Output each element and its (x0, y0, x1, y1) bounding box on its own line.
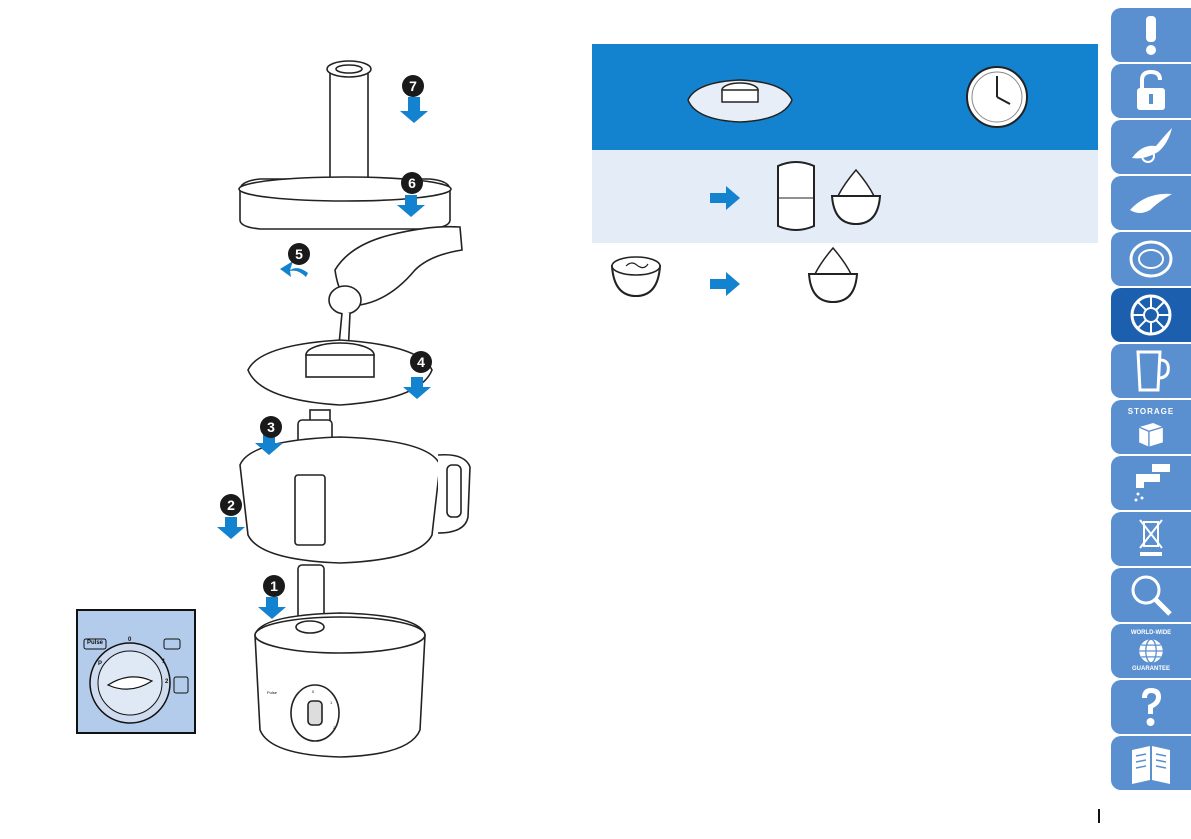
tab-disposal[interactable] (1111, 512, 1191, 566)
unlock-icon (1137, 69, 1165, 110)
manual-book-icon (1132, 746, 1170, 784)
tab-troubleshooting[interactable] (1111, 568, 1191, 622)
egg-white-bowl-icon (610, 256, 662, 298)
base-pos-1: 1 (330, 700, 333, 705)
step-7-number: 7 (402, 75, 424, 97)
jug-icon (1136, 350, 1170, 392)
base-pulse-label: Pulse (267, 690, 278, 695)
emulsifying-disc-icon (687, 79, 793, 123)
dial-pulse-label: Pulse (87, 640, 104, 646)
guarantee-globe-icon (1139, 638, 1163, 664)
disposal-bin-icon (1139, 519, 1163, 556)
dial-pos-2: 2 (165, 679, 169, 685)
tab-disc[interactable] (1111, 232, 1191, 286)
dial-knob-icon (83, 638, 189, 724)
tab-jug[interactable] (1111, 344, 1191, 398)
guarantee-bottom-label: GUARANTEE (1131, 666, 1170, 672)
step-1-number: 1 (263, 575, 285, 597)
assembly-illustration (217, 60, 471, 758)
step-2-number: 2 (220, 494, 242, 516)
step-4-number: 4 (410, 351, 432, 373)
arrow-right-icon (710, 272, 740, 296)
knife-blade-icon (1132, 128, 1172, 163)
dial-pos-p: P (98, 661, 103, 667)
tab-emulsifying-disc[interactable] (1111, 288, 1191, 342)
dial-pos-0: 0 (128, 637, 132, 643)
tab-guarantee[interactable]: WORLD-WIDE GUARANTEE (1111, 624, 1191, 678)
chapter-tab-sidebar: STORAGE WORLD-WIDE GUARANTEE (1111, 8, 1191, 792)
tab-cleaning[interactable] (1111, 456, 1191, 510)
warning-icon (1146, 16, 1156, 55)
cream-carton-icon (777, 161, 815, 231)
disc-icon (1129, 240, 1173, 278)
usage-table (592, 44, 1098, 314)
step-6-number: 6 (401, 172, 423, 194)
clock-icon (966, 66, 1028, 128)
emulsifying-disc-icon (1130, 294, 1172, 336)
speed-dial-detail: Pulse 0 P 1 2 (76, 609, 196, 734)
storage-icon (1138, 422, 1164, 447)
tab-unlock[interactable] (1111, 64, 1191, 118)
step-5-number: 5 (288, 243, 310, 265)
arrow-right-icon (710, 186, 740, 210)
table-header (592, 44, 1098, 150)
tab-storage[interactable]: STORAGE (1111, 400, 1191, 454)
guarantee-top-label: WORLD-WIDE (1130, 630, 1172, 636)
magnifier-icon (1131, 575, 1172, 616)
tab-manual[interactable] (1111, 736, 1191, 790)
table-row (592, 243, 1098, 314)
storage-label: STORAGE (1127, 406, 1175, 416)
question-icon (1142, 688, 1161, 726)
base-pos-2: 2 (333, 725, 336, 730)
tab-knife-blade[interactable] (1111, 120, 1191, 174)
base-pos-0: 0 (312, 689, 315, 694)
tab-warning[interactable] (1111, 8, 1191, 62)
tab-kneading[interactable] (1111, 176, 1191, 230)
table-row (592, 150, 1098, 243)
page-marker (1098, 809, 1100, 823)
whipped-cream-bowl-icon (830, 168, 882, 226)
step-3-number: 3 (260, 416, 282, 438)
tab-questions[interactable] (1111, 680, 1191, 734)
dial-pos-1: 1 (162, 659, 166, 665)
tap-cleaning-icon (1134, 464, 1170, 502)
whipped-egg-bowl-icon (807, 246, 859, 304)
kneading-tool-icon (1130, 193, 1172, 213)
